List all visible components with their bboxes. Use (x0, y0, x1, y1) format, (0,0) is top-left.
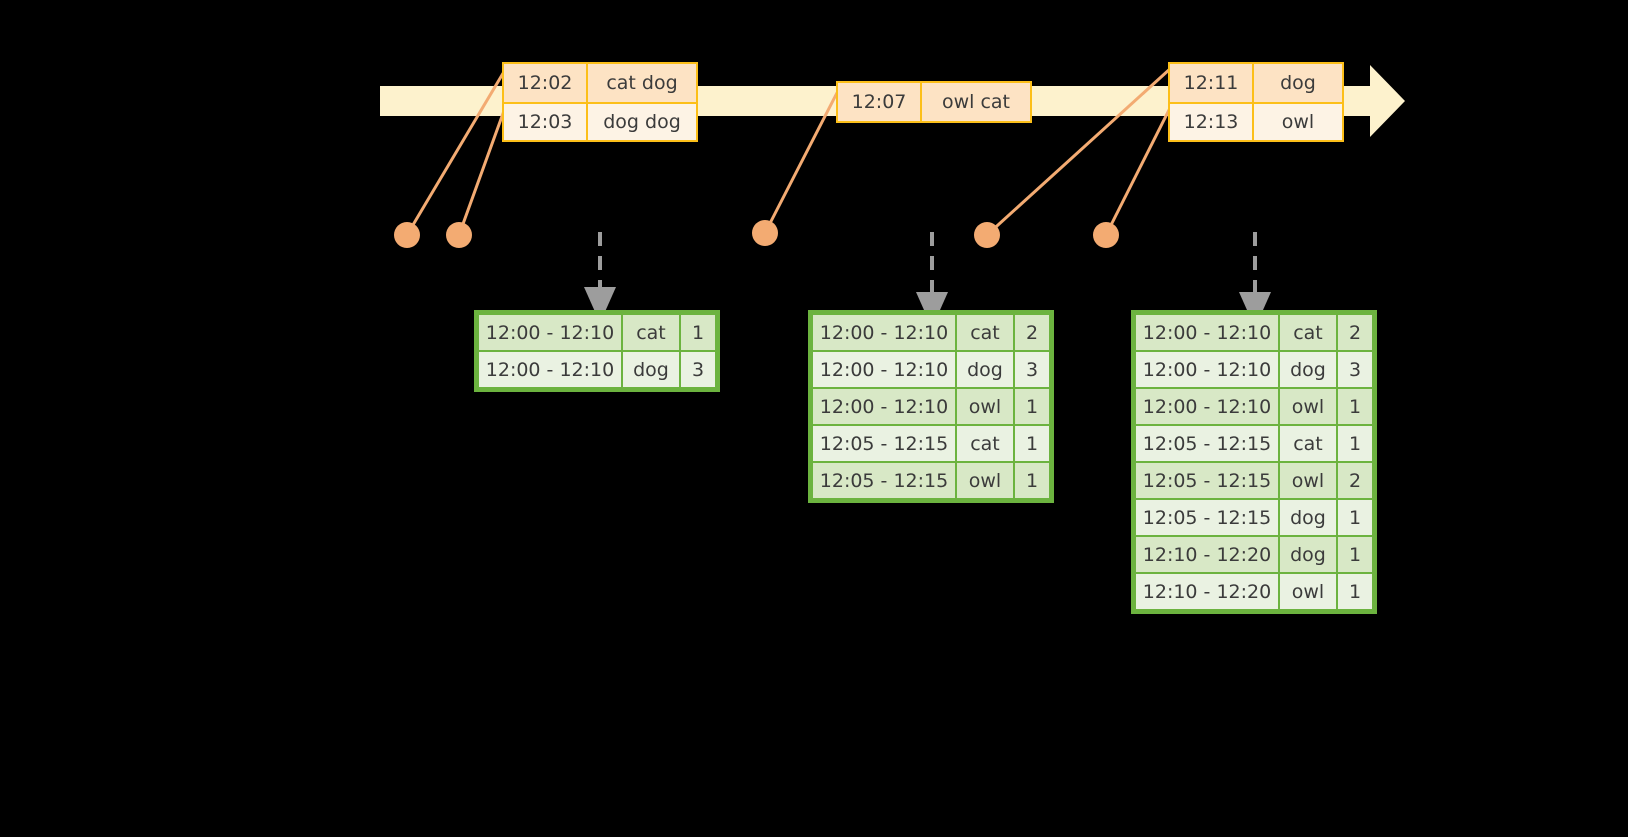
dashed-arrows (584, 232, 1271, 328)
count-cell: 2 (1338, 315, 1372, 350)
count-cell: 2 (1015, 315, 1049, 350)
event-time: 12:07 (838, 83, 922, 121)
word-cell: owl (957, 389, 1013, 424)
dot-4 (974, 222, 1000, 248)
count-cell: 3 (1338, 352, 1372, 387)
event-words: cat dog (588, 64, 696, 102)
window-range-cell: 12:05 - 12:15 (1136, 463, 1278, 498)
word-cell: owl (1280, 389, 1336, 424)
window-range-cell: 12:00 - 12:10 (813, 389, 955, 424)
word-cell: owl (957, 463, 1013, 498)
window-range-cell: 12:00 - 12:10 (479, 315, 621, 350)
dot-1 (394, 222, 420, 248)
event-words: owl cat (922, 83, 1030, 121)
line-5 (1104, 105, 1173, 236)
count-cell: 1 (1338, 537, 1372, 572)
count-cell: 1 (1015, 389, 1049, 424)
word-cell: owl (1280, 463, 1336, 498)
word-cell: cat (1280, 315, 1336, 350)
word-cell: cat (623, 315, 679, 350)
line-2 (457, 107, 507, 236)
word-cell: dog (1280, 352, 1336, 387)
count-cell: 1 (681, 315, 715, 350)
window-range-cell: 12:05 - 12:15 (1136, 500, 1278, 535)
event-words: dog (1254, 64, 1342, 102)
window-range-cell: 12:00 - 12:10 (1136, 315, 1278, 350)
event-time: 12:11 (1170, 64, 1254, 102)
window-range-cell: 12:05 - 12:15 (1136, 426, 1278, 461)
dot-3 (752, 220, 778, 246)
count-cell: 1 (1338, 389, 1372, 424)
count-cell: 1 (1015, 463, 1049, 498)
word-cell: dog (1280, 500, 1336, 535)
count-cell: 3 (681, 352, 715, 387)
dot-2 (446, 222, 472, 248)
window-range-cell: 12:00 - 12:10 (1136, 389, 1278, 424)
count-cell: 1 (1015, 426, 1049, 461)
count-cell: 1 (1338, 500, 1372, 535)
count-cell: 1 (1338, 574, 1372, 609)
event-time: 12:02 (504, 64, 588, 102)
window-range-cell: 12:00 - 12:10 (813, 352, 955, 387)
window-range-cell: 12:10 - 12:20 (1136, 574, 1278, 609)
word-cell: owl (1280, 574, 1336, 609)
event-words: owl (1254, 104, 1342, 140)
window-range-cell: 12:00 - 12:10 (1136, 352, 1278, 387)
word-cell: cat (957, 315, 1013, 350)
word-cell: cat (1280, 426, 1336, 461)
event-words: dog dog (588, 104, 696, 140)
window-range-cell: 12:00 - 12:10 (479, 352, 621, 387)
window-range-cell: 12:00 - 12:10 (813, 315, 955, 350)
count-cell: 2 (1338, 463, 1372, 498)
dot-5 (1093, 222, 1119, 248)
event-time: 12:13 (1170, 104, 1254, 140)
word-cell: cat (957, 426, 1013, 461)
word-cell: dog (623, 352, 679, 387)
timeline-arrowhead-icon (1370, 65, 1405, 137)
word-cell: dog (957, 352, 1013, 387)
window-range-cell: 12:05 - 12:15 (813, 463, 955, 498)
event-time: 12:03 (504, 104, 588, 140)
word-cell: dog (1280, 537, 1336, 572)
count-cell: 3 (1015, 352, 1049, 387)
window-range-cell: 12:10 - 12:20 (1136, 537, 1278, 572)
window-range-cell: 12:05 - 12:15 (813, 426, 955, 461)
count-cell: 1 (1338, 426, 1372, 461)
